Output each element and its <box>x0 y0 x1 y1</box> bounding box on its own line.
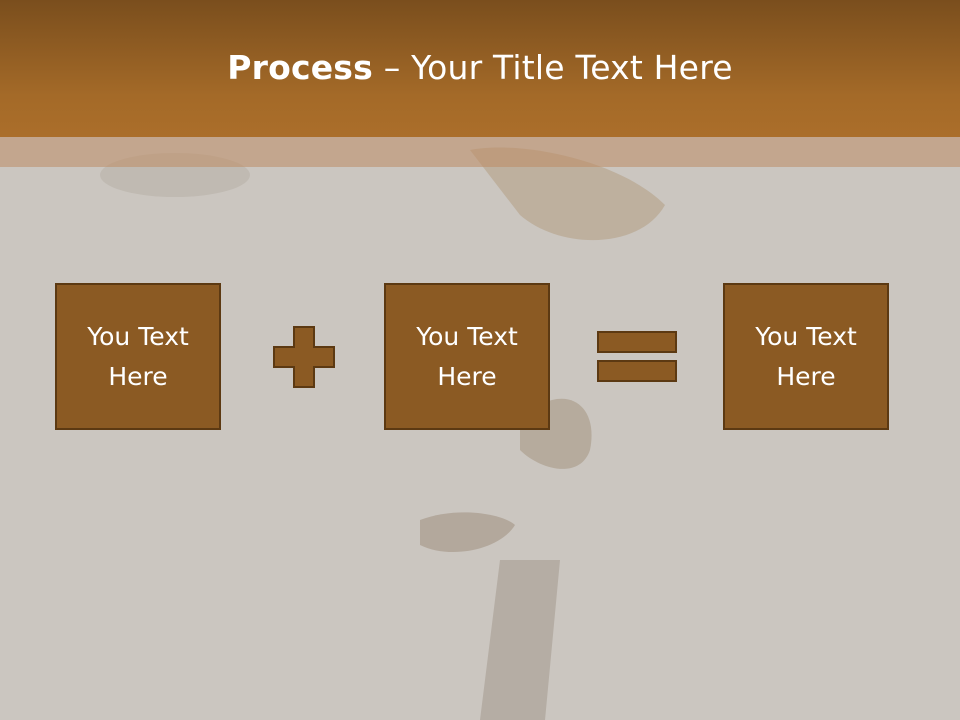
title-separator: – <box>373 48 412 87</box>
title-bold-text: Process <box>227 48 373 87</box>
process-box-1-text: You Text Here <box>87 321 189 391</box>
process-box-3-text: You Text Here <box>755 321 857 391</box>
header-band <box>0 137 960 167</box>
process-box-1[interactable]: You Text Here <box>55 283 221 430</box>
process-box-2-text: You Text Here <box>416 321 518 391</box>
equals-icon <box>597 331 677 382</box>
process-box-2[interactable]: You Text Here <box>384 283 550 430</box>
slide-title: Process – Your Title Text Here <box>227 48 733 87</box>
plus-icon <box>273 326 335 388</box>
process-box-3[interactable]: You Text Here <box>723 283 889 430</box>
title-bar: Process – Your Title Text Here <box>0 0 960 137</box>
title-rest-text: Your Title Text Here <box>411 48 733 87</box>
